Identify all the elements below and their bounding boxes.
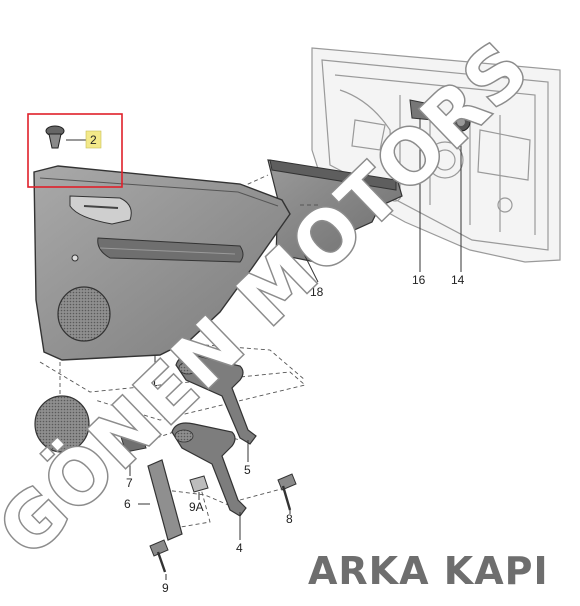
screw-part-9 bbox=[149, 539, 169, 580]
handle-bracket-part-5 bbox=[175, 354, 257, 462]
clip-part-9a bbox=[189, 475, 209, 500]
callout-1: 1 bbox=[151, 375, 158, 389]
callout-14: 14 bbox=[451, 273, 465, 287]
callout-5: 5 bbox=[244, 463, 251, 477]
callout-8: 8 bbox=[286, 512, 293, 526]
cap-part-7 bbox=[119, 427, 147, 476]
clip-part-16 bbox=[409, 99, 433, 272]
callout-6: 6 bbox=[124, 497, 131, 511]
carrier-plate-part-18 bbox=[267, 159, 403, 283]
callout-16: 16 bbox=[412, 273, 426, 287]
trim-clip-part-2-icon bbox=[45, 125, 86, 149]
diagram-title: ARKA KAPI bbox=[308, 549, 549, 593]
callout-9a: 9A bbox=[189, 500, 204, 514]
callout-18: 18 bbox=[310, 285, 324, 299]
handle-bracket-part-4 bbox=[171, 422, 247, 540]
callout-3: 3 bbox=[58, 476, 65, 490]
callout-4: 4 bbox=[236, 541, 243, 555]
callout-2: 2 bbox=[90, 133, 97, 147]
speaker-grille-part-3 bbox=[34, 395, 90, 478]
label-highlight-part-2 bbox=[85, 130, 102, 149]
trim-strip-part-6 bbox=[138, 459, 183, 541]
callout-9: 9 bbox=[162, 581, 169, 595]
grommet-part-14 bbox=[451, 112, 471, 272]
highlight-box-part-2 bbox=[27, 113, 123, 188]
screw-part-8 bbox=[277, 473, 297, 514]
part-callouts: 1 2 3 4 5 6 7 8 9 9A 14 16 18 bbox=[58, 133, 465, 595]
door-shell bbox=[311, 47, 561, 263]
callout-7: 7 bbox=[126, 476, 133, 490]
door-trim-panel-part-1 bbox=[33, 165, 291, 375]
